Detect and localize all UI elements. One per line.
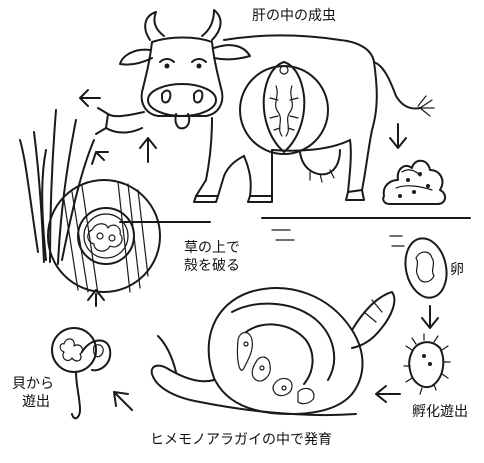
label-adult-in-liver: 肝の中の成虫 (252, 8, 336, 24)
snail (150, 287, 396, 417)
label-cyst-on-grass-line2: 殻を破る (184, 258, 240, 274)
cercaria (81, 339, 112, 372)
label-hatch: 孵化遊出 (412, 404, 468, 420)
metacercaria-cyst (47, 179, 161, 295)
label-exit-snail-line2: 遊出 (22, 394, 50, 410)
liver-fluke-adult (239, 61, 329, 155)
dung-pile (382, 159, 446, 205)
cycle-arrow (375, 385, 401, 403)
cycle-arrow (389, 123, 407, 149)
miracidium (403, 333, 451, 395)
grass-blades (19, 109, 95, 265)
cercaria (51, 327, 97, 420)
cycle-arrow (87, 289, 105, 307)
fluke-egg (404, 237, 448, 299)
label-cyst-on-grass-line1: 草の上で (184, 240, 240, 256)
cycle-arrow (113, 391, 133, 411)
label-egg: 卵 (450, 262, 464, 278)
cycle-arrow (421, 305, 439, 329)
cycle-arrow (79, 89, 157, 165)
label-exit-snail-line1: 貝から (12, 376, 54, 392)
cow-illustration (95, 9, 435, 203)
label-develop-in-snail: ヒメモノアラガイの中で発育 (150, 432, 332, 448)
